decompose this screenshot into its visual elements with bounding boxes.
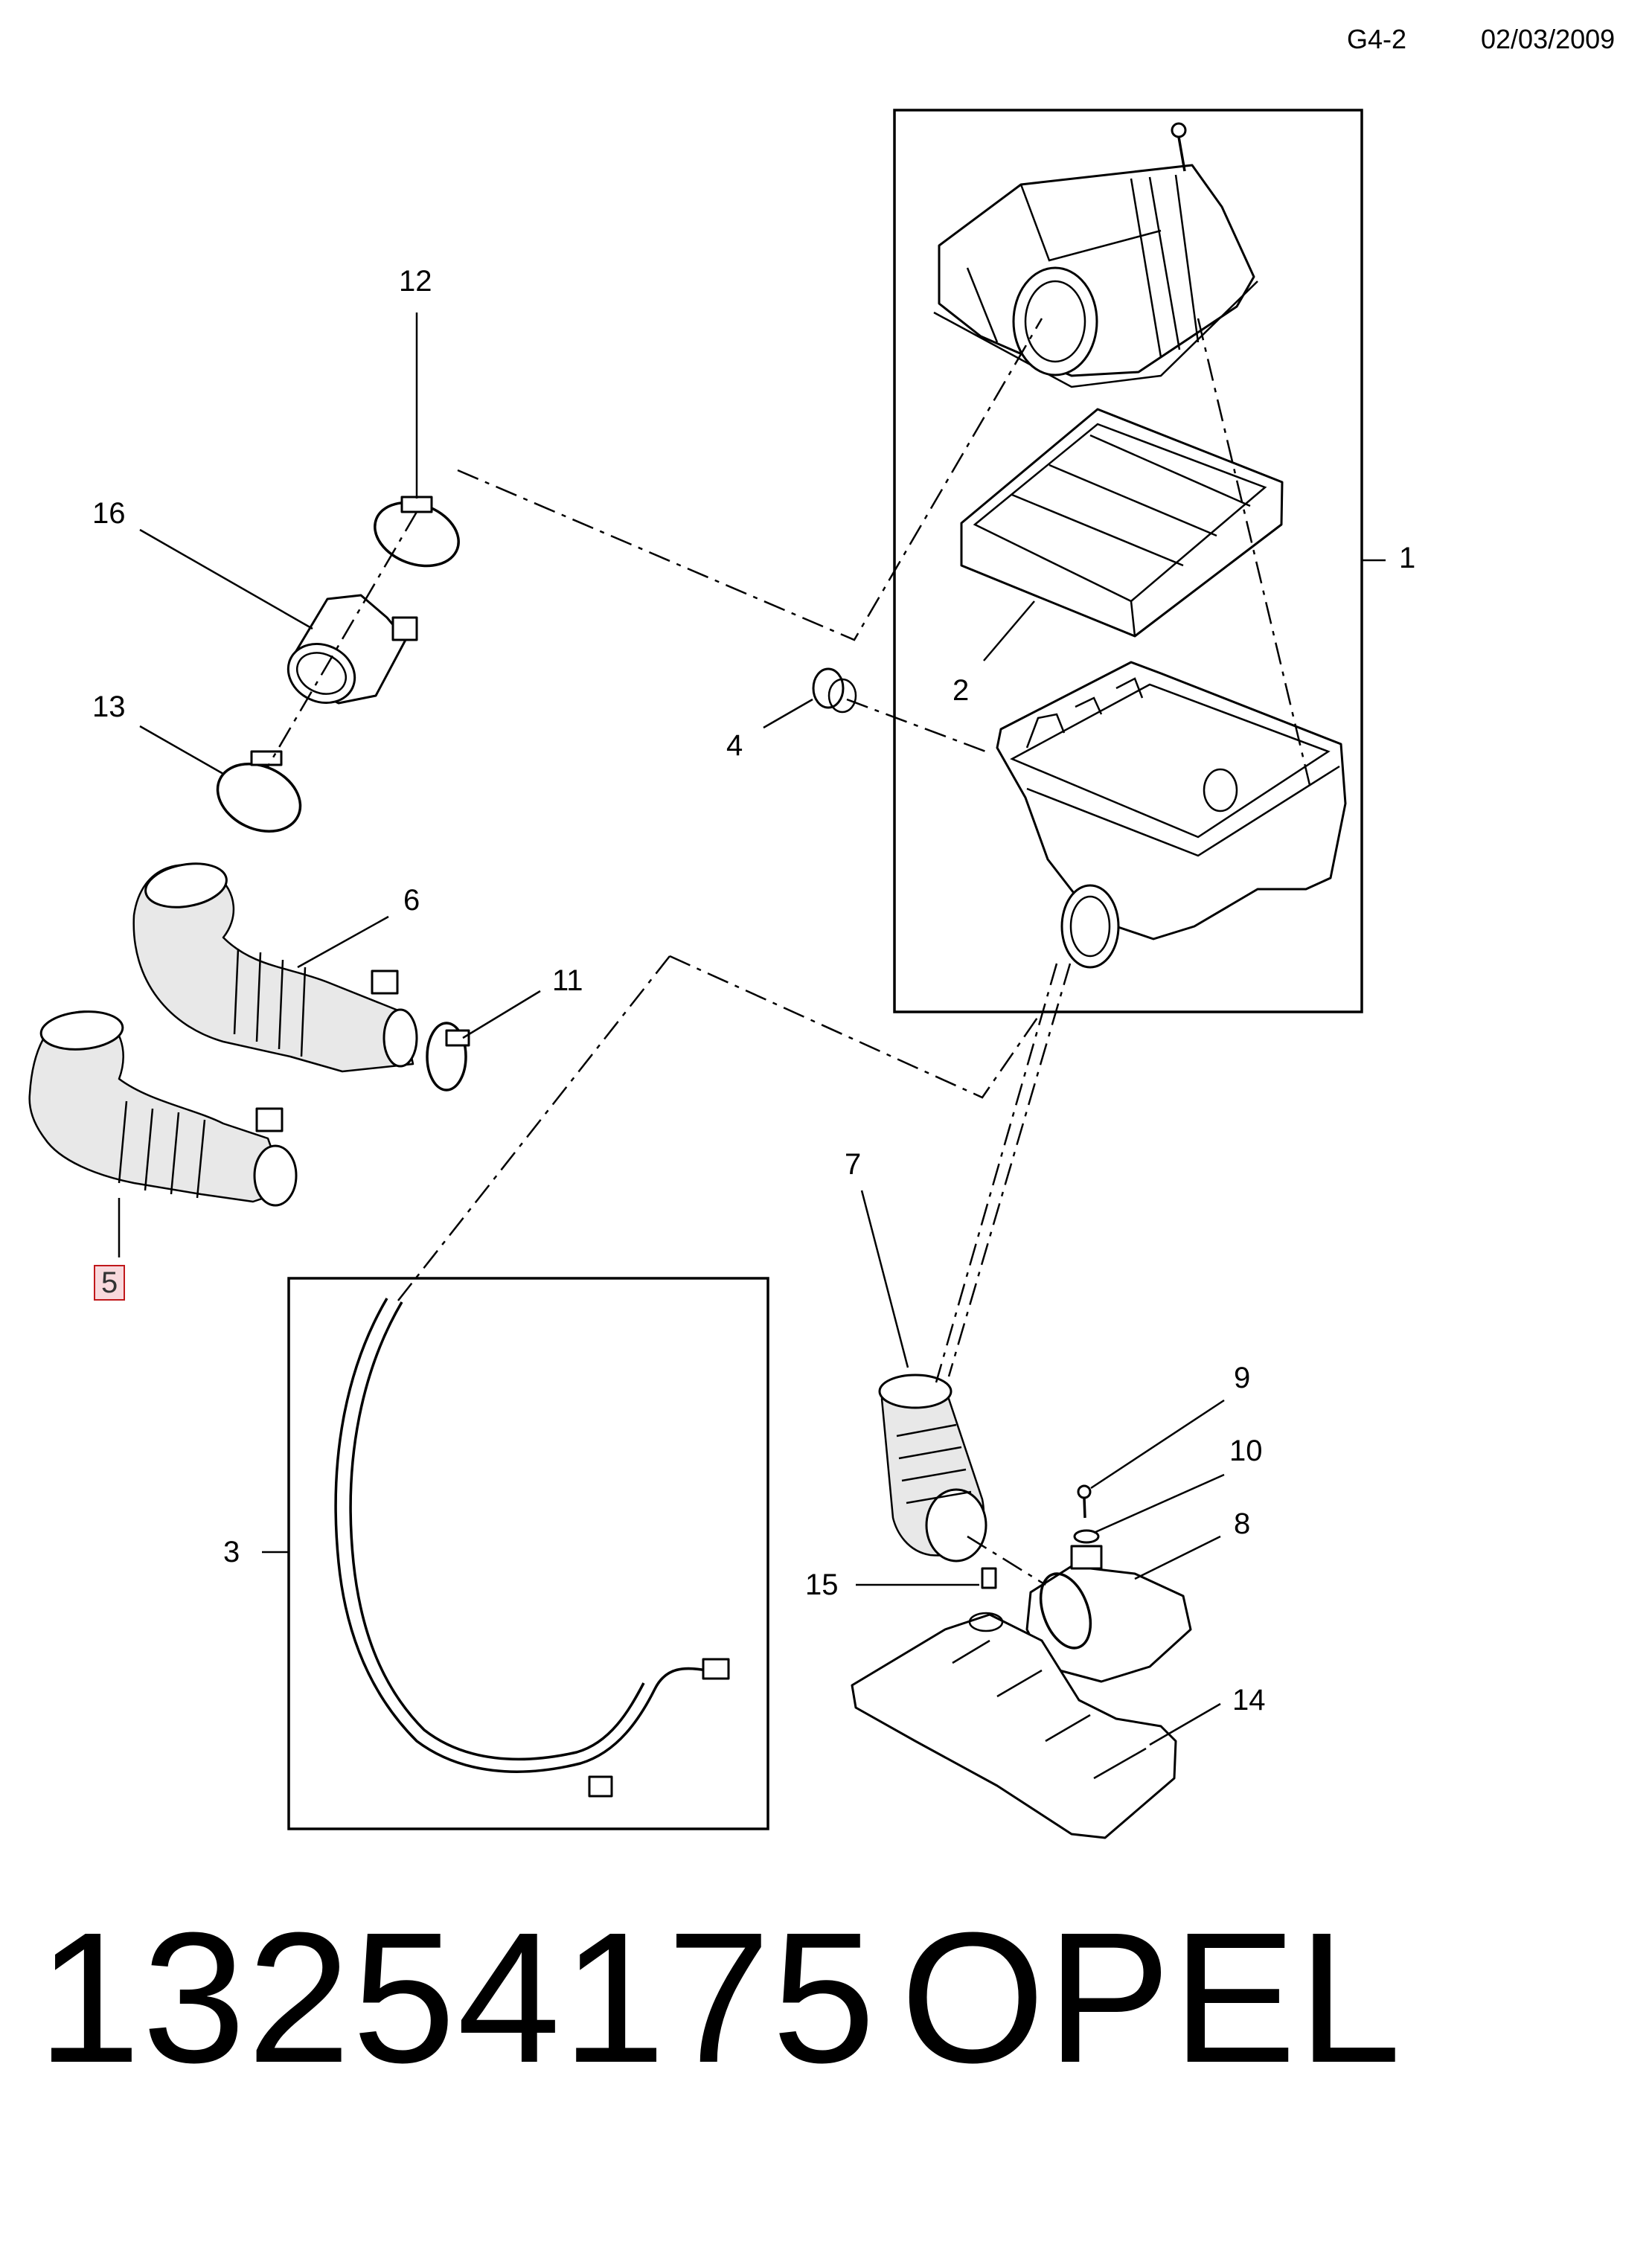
callout-7[interactable]: 7 [845, 1148, 862, 1181]
filter-element [960, 408, 1284, 638]
callout-4[interactable]: 4 [726, 729, 743, 762]
callout-6[interactable]: 6 [403, 884, 420, 917]
air-cleaner-housing [996, 661, 1347, 969]
duct-nut [1073, 1529, 1100, 1544]
callout-9[interactable]: 9 [1234, 1362, 1251, 1394]
guide-line-3 [1197, 318, 1311, 786]
guide-line-2 [846, 698, 990, 754]
leader-6 [297, 915, 389, 969]
leader-4 [763, 698, 813, 729]
leader-7 [860, 1190, 909, 1368]
leader-10 [1093, 1473, 1225, 1534]
clamp-lower [216, 750, 302, 833]
callout-5[interactable]: 5 [94, 1265, 126, 1301]
leader-11 [462, 990, 541, 1039]
diagram-date: 02/03/2009 [1481, 24, 1616, 54]
leader-16 [139, 528, 313, 630]
grommet [812, 667, 857, 714]
air-cleaner-cover [933, 164, 1258, 388]
guide-line-4 [266, 511, 418, 767]
guide-line-5 [397, 955, 670, 1301]
cover-screw [1171, 122, 1187, 172]
clamp-upper [374, 496, 460, 568]
callout-14[interactable]: 14 [1232, 1684, 1266, 1717]
callout-2[interactable]: 2 [953, 674, 970, 707]
callout-3[interactable]: 3 [223, 1536, 240, 1568]
guide-line-8 [947, 963, 1072, 1377]
air-flow-sensor [286, 594, 418, 705]
leader-2 [983, 600, 1035, 661]
intake-hose [132, 862, 418, 1073]
leader-9 [1090, 1399, 1225, 1490]
callout-11[interactable]: 11 [552, 964, 583, 997]
shield-fastener [981, 1567, 997, 1589]
duct-bellows [878, 1374, 987, 1562]
callout-16[interactable]: 16 [92, 497, 126, 530]
leader-14 [1149, 1702, 1221, 1746]
vent-tube [334, 1298, 730, 1798]
leader-8 [1134, 1535, 1221, 1580]
callout-10[interactable]: 10 [1229, 1435, 1263, 1467]
callout-13[interactable]: 13 [92, 690, 126, 723]
guide-line-6 [669, 955, 1040, 1099]
clamp-hose-end [426, 1022, 470, 1092]
part-number: 13254175 [37, 1894, 877, 2101]
guide-line-7 [935, 963, 1058, 1383]
leader-13 [139, 725, 224, 775]
diagram-code: G4-2 [1347, 24, 1407, 54]
duct-screw [1077, 1484, 1092, 1519]
callout-15[interactable]: 15 [805, 1568, 839, 1601]
guide-line-1 [457, 318, 1043, 641]
brand-name: OPEL [900, 1894, 1403, 2101]
intake-hose-alternative [28, 1010, 298, 1207]
assembly-3-frame [287, 1277, 769, 1830]
callout-1[interactable]: 1 [1399, 542, 1416, 574]
guide-line-9 [967, 1535, 1046, 1586]
callout-12[interactable]: 12 [399, 265, 432, 298]
air-deflector [851, 1612, 1177, 1839]
callout-8[interactable]: 8 [1234, 1507, 1251, 1540]
